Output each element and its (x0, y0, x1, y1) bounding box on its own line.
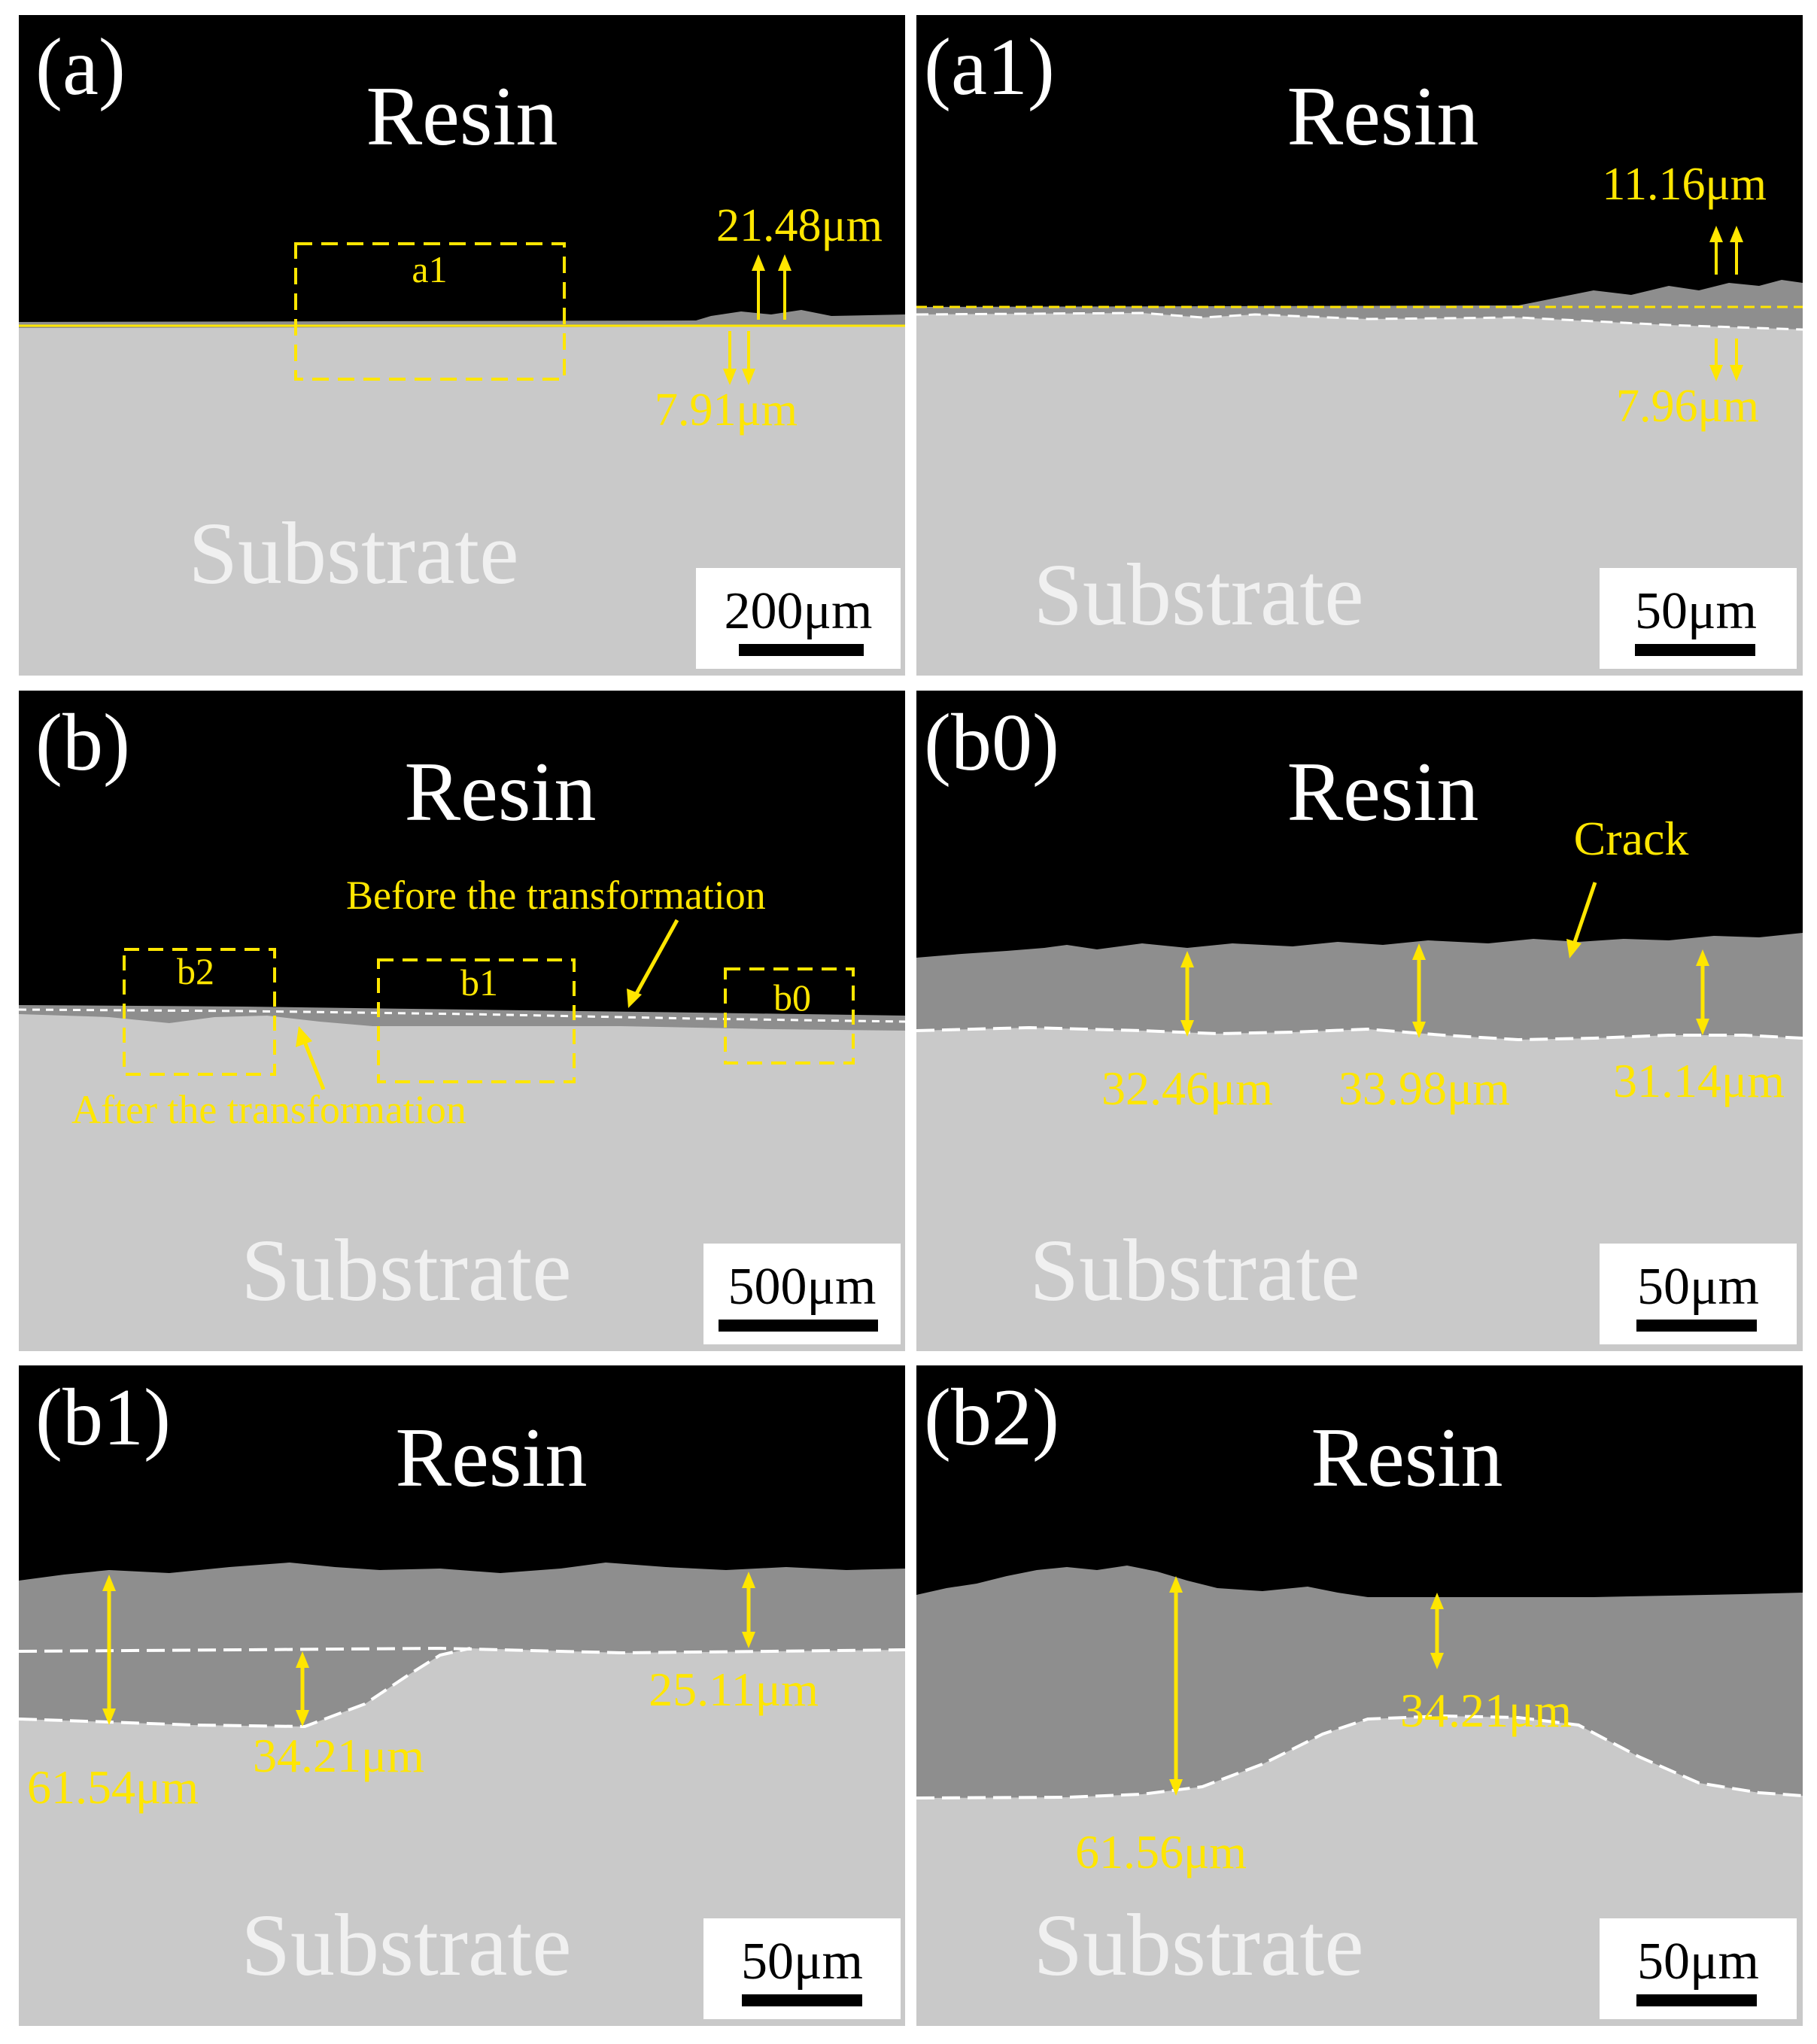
measurement-label: 33.98μm (1338, 1061, 1510, 1115)
scale-bar (1636, 1320, 1757, 1332)
scale-bar (1636, 1994, 1757, 2006)
resin-label: Resin (395, 1411, 587, 1505)
inset-box-label: b1 (460, 961, 498, 1004)
inset-box-label: b2 (177, 950, 214, 992)
panel-label: (b) (35, 698, 130, 788)
substrate-region (916, 313, 1803, 676)
thickness-arrows-up (1709, 226, 1743, 275)
measurement-label: 61.56μm (1075, 1825, 1247, 1878)
inset-box (377, 958, 576, 1083)
panel-b0: 32.46μm 33.98μm 31.14μm Crack (b0) Resin… (916, 691, 1803, 1351)
thickness-arrows-down (1709, 339, 1743, 381)
arrow-after (301, 1037, 326, 1090)
boundary-line-upper (19, 1646, 905, 1655)
thickness-arrows (1169, 1576, 1444, 1796)
scale-bar (719, 1320, 878, 1332)
panel-label: (b1) (35, 1373, 171, 1462)
measurement-label: 34.21μm (1400, 1684, 1572, 1737)
panel-a1: 11.16μm 7.96μm (a1) Resin Substrate 50μm (916, 15, 1803, 676)
panel-label: (b2) (924, 1373, 1059, 1462)
panel-a: a1 21.48μm 7.91μm (a) Resin Substrate 20… (19, 15, 905, 676)
inset-box-label: a1 (412, 248, 447, 290)
thickness-arrows (1180, 943, 1709, 1038)
boundary-line-lower (19, 1647, 471, 1729)
crack-arrow (1571, 882, 1597, 947)
thickness-arrows-up (752, 254, 792, 320)
substrate-label: Substrate (241, 1896, 571, 1994)
panel-label: (a) (35, 23, 126, 112)
panel-label: (b0) (924, 698, 1059, 788)
substrate-region (19, 313, 905, 676)
substrate-label: Substrate (1033, 1896, 1363, 1994)
boundary-line (19, 1008, 905, 1023)
resin-label: Resin (366, 70, 558, 163)
scale-bar-label: 50μm (741, 1933, 863, 1991)
resin-label: Resin (1287, 70, 1478, 163)
scale-bar (739, 644, 864, 656)
measurement-label: 61.54μm (27, 1760, 199, 1814)
crack-arrow-head (1566, 939, 1582, 958)
micrograph-a: a1 21.48μm 7.91μm (a) Resin Substrate 20… (19, 15, 905, 676)
measurement-label: 25.11μm (649, 1663, 819, 1716)
resin-label: Resin (1287, 746, 1478, 839)
measurement-label: 21.48μm (716, 200, 883, 251)
boundary-line (916, 311, 1803, 331)
resin-label: Resin (1311, 1411, 1503, 1505)
inset-box (724, 967, 855, 1065)
boundary-line (916, 1714, 1803, 1800)
scale-bar (742, 1994, 862, 2006)
measurement-label: 32.46μm (1101, 1061, 1273, 1115)
annotation-after: After the transformation (71, 1087, 466, 1132)
substrate-region (19, 1648, 905, 2026)
scale-bar-label: 50μm (1635, 582, 1757, 640)
measurement-label: 31.14μm (1613, 1054, 1785, 1107)
inset-box-label: b0 (773, 976, 811, 1019)
scale-bar-label: 50μm (1637, 1258, 1759, 1316)
micrograph-a1: 11.16μm 7.96μm (a1) Resin Substrate 50μm (916, 15, 1803, 676)
thickness-arrows-down (723, 331, 755, 385)
arrow-after-head (296, 1026, 312, 1047)
coating-layer (19, 310, 905, 328)
substrate-region (916, 1716, 1803, 2026)
scale-bar (1635, 644, 1755, 656)
measurement-label: 34.21μm (253, 1729, 424, 1782)
substrate-label: Substrate (1029, 1221, 1360, 1320)
crack-label: Crack (1574, 812, 1689, 865)
measurement-label: 11.16μm (1602, 159, 1767, 210)
annotation-before: Before the transformation (346, 873, 766, 918)
substrate-label: Substrate (241, 1221, 571, 1320)
arrow-before-head (627, 989, 642, 1008)
measurement-label: 7.91μm (655, 384, 798, 436)
inset-box (294, 242, 566, 381)
measurement-label: 7.96μm (1616, 381, 1759, 432)
scale-bar-label: 50μm (1637, 1933, 1759, 1991)
resin-label: Resin (404, 746, 596, 839)
arrow-before (632, 919, 679, 999)
thickness-arrows (102, 1572, 755, 1727)
scale-bar-label: 500μm (728, 1258, 877, 1316)
inset-box (123, 948, 276, 1076)
scale-bar-label: 200μm (725, 582, 873, 640)
panel-label: (a1) (924, 23, 1055, 112)
substrate-region (19, 1014, 905, 1351)
panel-b: b2 b1 b0 Before the transformation After… (19, 691, 905, 1351)
panel-b1: 61.54μm 34.21μm 25.11μm (b1) Resin Subst… (19, 1365, 905, 2026)
micrograph-b2: 61.56μm 34.21μm (b2) Resin Substrate 50μ… (916, 1365, 1803, 2026)
micrograph-b1: 61.54μm 34.21μm 25.11μm (b1) Resin Subst… (19, 1365, 905, 2026)
substrate-label: Substrate (188, 504, 518, 603)
substrate-region (916, 1028, 1803, 1351)
micrograph-b: b2 b1 b0 Before the transformation After… (19, 691, 905, 1351)
substrate-label: Substrate (1033, 545, 1363, 644)
micrograph-b0: 32.46μm 33.98μm 31.14μm Crack (b0) Resin… (916, 691, 1803, 1351)
boundary-line (916, 1025, 1803, 1042)
panel-b2: 61.56μm 34.21μm (b2) Resin Substrate 50μ… (916, 1365, 1803, 2026)
